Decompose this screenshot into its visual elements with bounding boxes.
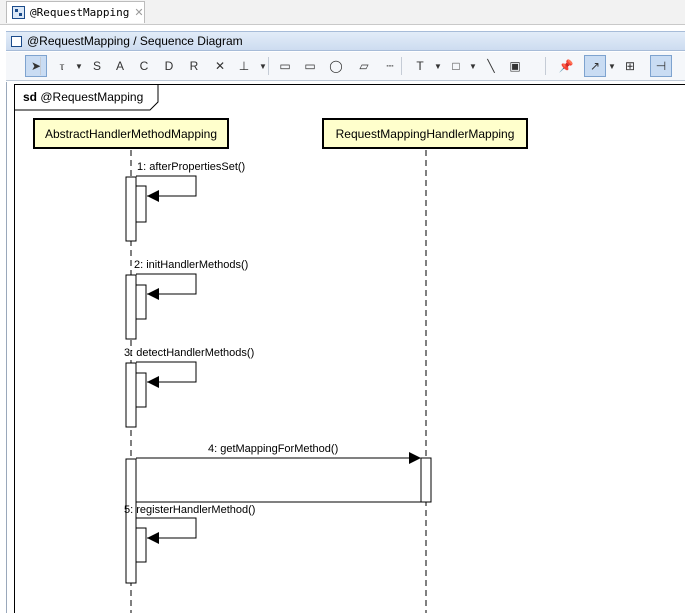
diagram-title: @RequestMapping / Sequence Diagram [27,34,243,48]
message-tool-icon[interactable]: S [92,59,101,73]
line-tool-icon[interactable]: ╲ [487,59,495,73]
frame-label: sd @RequestMapping [14,84,159,110]
text-tool-icon[interactable]: T [416,59,424,73]
activation-bar[interactable] [420,457,432,503]
diagram-icon [12,6,25,19]
arrowhead [147,376,159,388]
async-message-tool-icon[interactable]: A [115,59,124,73]
lifeline-name: RequestMappingHandlerMapping [335,126,515,141]
reply-message-tool-icon[interactable]: R [189,59,199,73]
select-tool-icon[interactable]: ➤ [25,55,47,77]
note-tool-icon[interactable]: ▱ [359,59,369,73]
combined-fragment-tool-icon[interactable]: ▭ [279,59,291,73]
toolbar-separator [40,57,41,75]
text-dropdown[interactable]: ▼ [434,61,442,71]
toolbar-separator [545,57,546,75]
path-style-tool-icon[interactable]: ↗ [584,55,606,77]
nested-activation-bar[interactable] [135,185,147,223]
activation-bar[interactable] [125,176,137,242]
message-label[interactable]: 2: initHandlerMethods() [134,259,249,271]
arrowhead [147,532,159,544]
self-message-arrow[interactable] [136,361,197,383]
path-style-dropdown[interactable]: ▼ [608,61,616,71]
pin-tool-icon[interactable]: 📌 [558,59,574,73]
arrowhead [409,452,421,464]
arrowhead [147,288,159,300]
editor-tab-strip: @RequestMapping ✕ [0,0,685,25]
frame-keyword: sd [23,90,38,104]
self-message-arrow[interactable] [136,175,197,197]
message-label[interactable]: 1: afterPropertiesSet() [137,161,246,173]
diagram-title-bar: @RequestMapping / Sequence Diagram [6,31,685,51]
sequence-diagram-icon [11,35,22,47]
lifeline-head-requestmapping[interactable]: RequestMappingHandlerMapping [322,118,528,149]
activation-bar[interactable] [125,274,137,340]
activation-bar[interactable] [125,458,137,584]
nested-activation-bar[interactable] [135,284,147,320]
toolbar-separator [268,57,269,75]
delete-message-tool-icon[interactable]: D [164,59,174,73]
rectangle-tool-icon[interactable]: □ [452,59,460,73]
self-message-arrow[interactable] [136,273,197,295]
nested-activation-bar[interactable] [135,372,147,408]
lifeline-name: AbstractHandlerMethodMapping [44,126,218,141]
close-icon[interactable]: ✕ [134,7,144,19]
state-invariant-tool-icon[interactable]: ◯ [329,59,343,73]
frame-name: @RequestMapping [40,90,144,104]
lifeline-head-abstract[interactable]: AbstractHandlerMethodMapping [33,118,229,149]
duration-dropdown[interactable]: ▼ [259,61,267,71]
interaction-use-tool-icon[interactable]: ▭ [304,59,316,73]
sequence-frame [14,84,685,613]
message-label[interactable]: 5: registerHandlerMethod() [124,504,256,516]
frame-label-border [14,84,159,111]
self-message-arrow[interactable] [136,517,197,539]
create-message-tool-icon[interactable]: C [139,59,149,73]
diagram-tab-label: @RequestMapping [30,6,130,19]
diagram-tab[interactable]: @RequestMapping ✕ [6,1,145,23]
duration-tool-icon[interactable]: ⊥ [238,59,250,73]
lifeline-tool-icon[interactable]: ⲧ [59,58,65,73]
message-label[interactable]: 3: detectHandlerMethods() [124,347,255,359]
nested-activation-bar[interactable] [135,527,147,563]
destroy-tool-icon[interactable]: ✕ [214,59,226,73]
image-tool-icon[interactable]: ▣ [509,59,521,73]
lifeline-dropdown[interactable]: ▼ [75,61,83,71]
rectangle-dropdown[interactable]: ▼ [469,61,477,71]
activation-bar[interactable] [125,362,137,428]
split-tool-icon[interactable]: ⊣ [650,55,672,77]
arrowhead [147,190,159,202]
anchor-tool-icon[interactable]: ┄ [386,59,394,73]
toolbar-separator [401,57,402,75]
diagram-canvas[interactable] [6,82,685,613]
message-label[interactable]: 4: getMappingForMethod() [208,443,339,455]
frame-tool-icon[interactable]: ⊞ [624,59,636,73]
